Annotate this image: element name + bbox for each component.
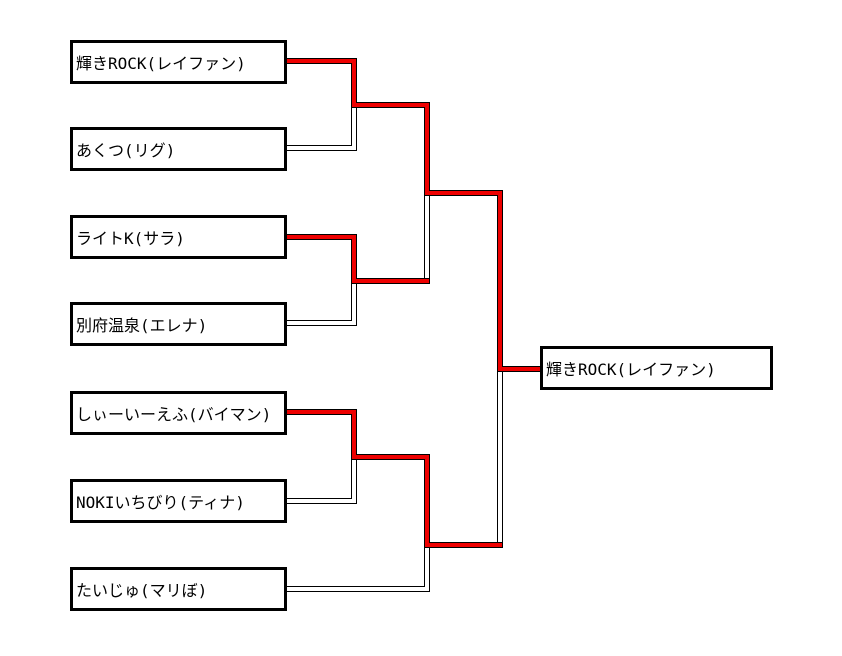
winner-path-fill <box>425 191 502 195</box>
player-box-1: 輝きROCK(レイファン) <box>70 40 287 84</box>
player-box-5: しぃーいーえふ(バイマン) <box>70 391 287 435</box>
winner-path-fill <box>352 279 429 283</box>
champion-box: 輝きROCK(レイファン) <box>540 346 773 390</box>
winner-path-fill <box>287 59 356 63</box>
player-box-4: 別府温泉(エレナ) <box>70 302 287 346</box>
winner-path-fill <box>425 455 429 547</box>
winner-path-fill <box>498 191 502 371</box>
player-name: ライトK(サラ) <box>76 229 185 248</box>
connector-fill <box>425 196 429 278</box>
winner-path-fill <box>352 235 356 283</box>
player-name: しぃーいーえふ(バイマン) <box>76 405 272 424</box>
connector-fill <box>352 108 356 150</box>
connector-fill <box>352 460 356 503</box>
winner-path-fill <box>352 455 429 459</box>
player-box-7: たいじゅ(マリぼ) <box>70 567 287 611</box>
connector-fill <box>287 587 429 591</box>
winner-path-fill <box>287 235 356 239</box>
player-name: たいじゅ(マリぼ) <box>76 581 208 600</box>
winner-path-fill <box>425 543 502 547</box>
connector-fill <box>425 548 429 591</box>
connector-fill <box>287 321 356 325</box>
connector-fill <box>287 499 356 503</box>
player-name: 輝きROCK(レイファン) <box>76 54 246 73</box>
connector-fill <box>498 372 502 542</box>
player-box-2: あくつ(リグ) <box>70 127 287 171</box>
winner-path-fill <box>352 59 356 107</box>
winner-path-fill <box>425 103 429 195</box>
player-box-6: NOKIいちびり(ティナ) <box>70 479 287 523</box>
winner-path-fill <box>352 410 356 459</box>
player-name: NOKIいちびり(ティナ) <box>76 493 245 512</box>
player-name: 別府温泉(エレナ) <box>76 316 208 335</box>
winner-path-fill <box>352 103 429 107</box>
player-box-3: ライトK(サラ) <box>70 215 287 259</box>
champion-name: 輝きROCK(レイファン) <box>546 360 716 379</box>
connector-fill <box>287 146 356 150</box>
winner-path-fill <box>498 367 540 371</box>
connector-fill <box>352 284 356 325</box>
player-name: あくつ(リグ) <box>76 141 176 160</box>
winner-path-fill <box>287 410 356 414</box>
